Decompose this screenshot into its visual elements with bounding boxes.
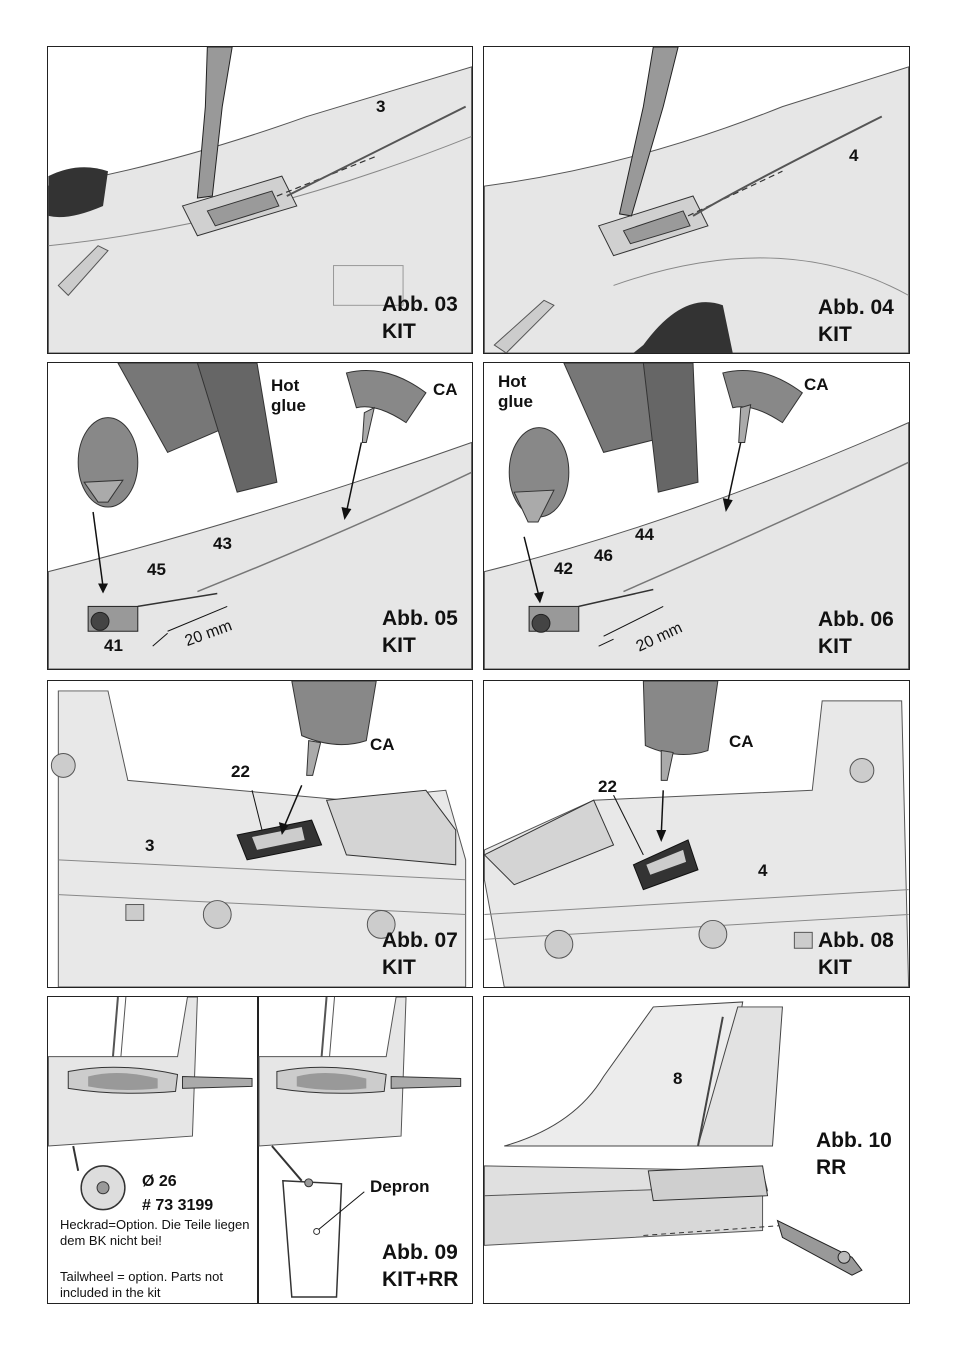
figure-caption-number: Abb. 08 xyxy=(818,929,894,952)
ca-label: CA xyxy=(804,375,829,394)
figure-caption: Abb. 04 KIT xyxy=(818,294,894,348)
tailwheel-note-german: Heckrad=Option. Die Teile liegen dem BK … xyxy=(60,1217,250,1248)
bracket-ca-illustration xyxy=(484,681,909,987)
figure-caption-sub: KIT+RR xyxy=(382,1268,459,1291)
panel-divider xyxy=(257,997,259,1303)
figure-panel-abb-10: 8 Abb. 10 RR xyxy=(483,996,910,1304)
figure-caption-number: Abb. 10 xyxy=(816,1129,892,1152)
fuselage-slot-illustration xyxy=(484,47,909,353)
figure-panel-abb-04: 4 Abb. 04 KIT xyxy=(483,46,910,354)
figure-caption-sub: KIT xyxy=(818,323,852,346)
tailwheel-illustration xyxy=(48,997,462,1298)
bracket-ca-illustration xyxy=(50,681,467,987)
figure-caption-sub: KIT xyxy=(818,635,852,658)
part-number-label: 4 xyxy=(849,146,859,165)
ca-label: CA xyxy=(729,732,754,751)
figure-caption-number: Abb. 04 xyxy=(818,296,894,319)
hot-glue-ca-illustration xyxy=(484,363,909,669)
figure-panel-abb-05: Hot glue CA 43 45 41 20 mm Abb. 05 KIT xyxy=(47,362,473,670)
figure-caption-number: Abb. 09 xyxy=(382,1241,458,1264)
hot-glue-label-line-1: Hot xyxy=(498,372,527,391)
figure-caption-number: Abb. 03 xyxy=(382,293,458,316)
part-number-label: 22 xyxy=(598,777,617,796)
hot-glue-label-line-2: glue xyxy=(498,392,533,411)
tailwheel-note-english: Tailwheel = option. Parts not included i… xyxy=(60,1269,223,1300)
figure-caption-sub: KIT xyxy=(382,956,416,979)
figure-panel-abb-06: Hot glue CA 44 42 46 20 mm Abb. 06 KIT xyxy=(483,362,910,670)
figure-panel-abb-08: CA 22 4 Abb. 08 KIT xyxy=(483,680,910,988)
figure-caption-sub: RR xyxy=(816,1156,847,1179)
depron-label: Depron xyxy=(370,1177,430,1196)
figure-caption-sub: KIT xyxy=(382,634,416,657)
hot-glue-label: Hot glue xyxy=(271,376,306,416)
hot-glue-label-line-2: glue xyxy=(271,396,306,415)
part-number-label: 45 xyxy=(147,560,166,579)
fuselage-slot-illustration xyxy=(48,47,472,353)
part-number-label: 22 xyxy=(231,762,250,781)
figure-panel-abb-03: 3 Abb. 03 KIT xyxy=(47,46,473,354)
ca-label: CA xyxy=(370,735,395,754)
hot-glue-label-line-1: Hot xyxy=(271,376,300,395)
part-number-label: 46 xyxy=(594,546,613,565)
part-number-label: 43 xyxy=(213,534,232,553)
figure-caption: Abb. 08 KIT xyxy=(818,927,894,981)
part-number-label: 44 xyxy=(635,525,654,544)
figure-caption-number: Abb. 07 xyxy=(382,929,458,952)
part-number-label: 3 xyxy=(376,97,386,116)
figure-caption: Abb. 06 KIT xyxy=(818,606,894,660)
tail-fin-illustration xyxy=(484,1001,863,1276)
hot-glue-ca-illustration xyxy=(48,363,472,669)
part-number-label: 41 xyxy=(104,636,123,655)
figure-caption: Abb. 07 KIT xyxy=(382,927,458,981)
figure-caption-sub: KIT xyxy=(382,320,416,343)
figure-caption: Abb. 05 KIT xyxy=(382,605,458,659)
figure-caption: Abb. 03 KIT xyxy=(382,291,458,345)
part-number-label: 4 xyxy=(758,861,768,880)
figure-caption-sub: KIT xyxy=(818,956,852,979)
hot-glue-label: Hot glue xyxy=(498,372,533,412)
ca-label: CA xyxy=(433,380,458,399)
part-number-label: 8 xyxy=(673,1069,683,1088)
wheel-diameter-label: Ø 26 xyxy=(142,1173,177,1190)
figure-caption-number: Abb. 05 xyxy=(382,607,458,630)
figure-caption: Abb. 09 KIT+RR xyxy=(382,1239,458,1293)
figure-caption-number: Abb. 06 xyxy=(818,608,894,631)
figure-panel-abb-09: Ø 26 # 73 3199 Depron Heckrad=Option. Di… xyxy=(47,996,473,1304)
figure-panel-abb-07: CA 22 3 Abb. 07 KIT xyxy=(47,680,473,988)
figure-caption: Abb. 10 RR xyxy=(816,1127,892,1181)
part-number-label: 3 xyxy=(145,836,155,855)
wheel-order-number-label: # 73 3199 xyxy=(142,1197,214,1214)
part-number-label: 42 xyxy=(554,559,573,578)
